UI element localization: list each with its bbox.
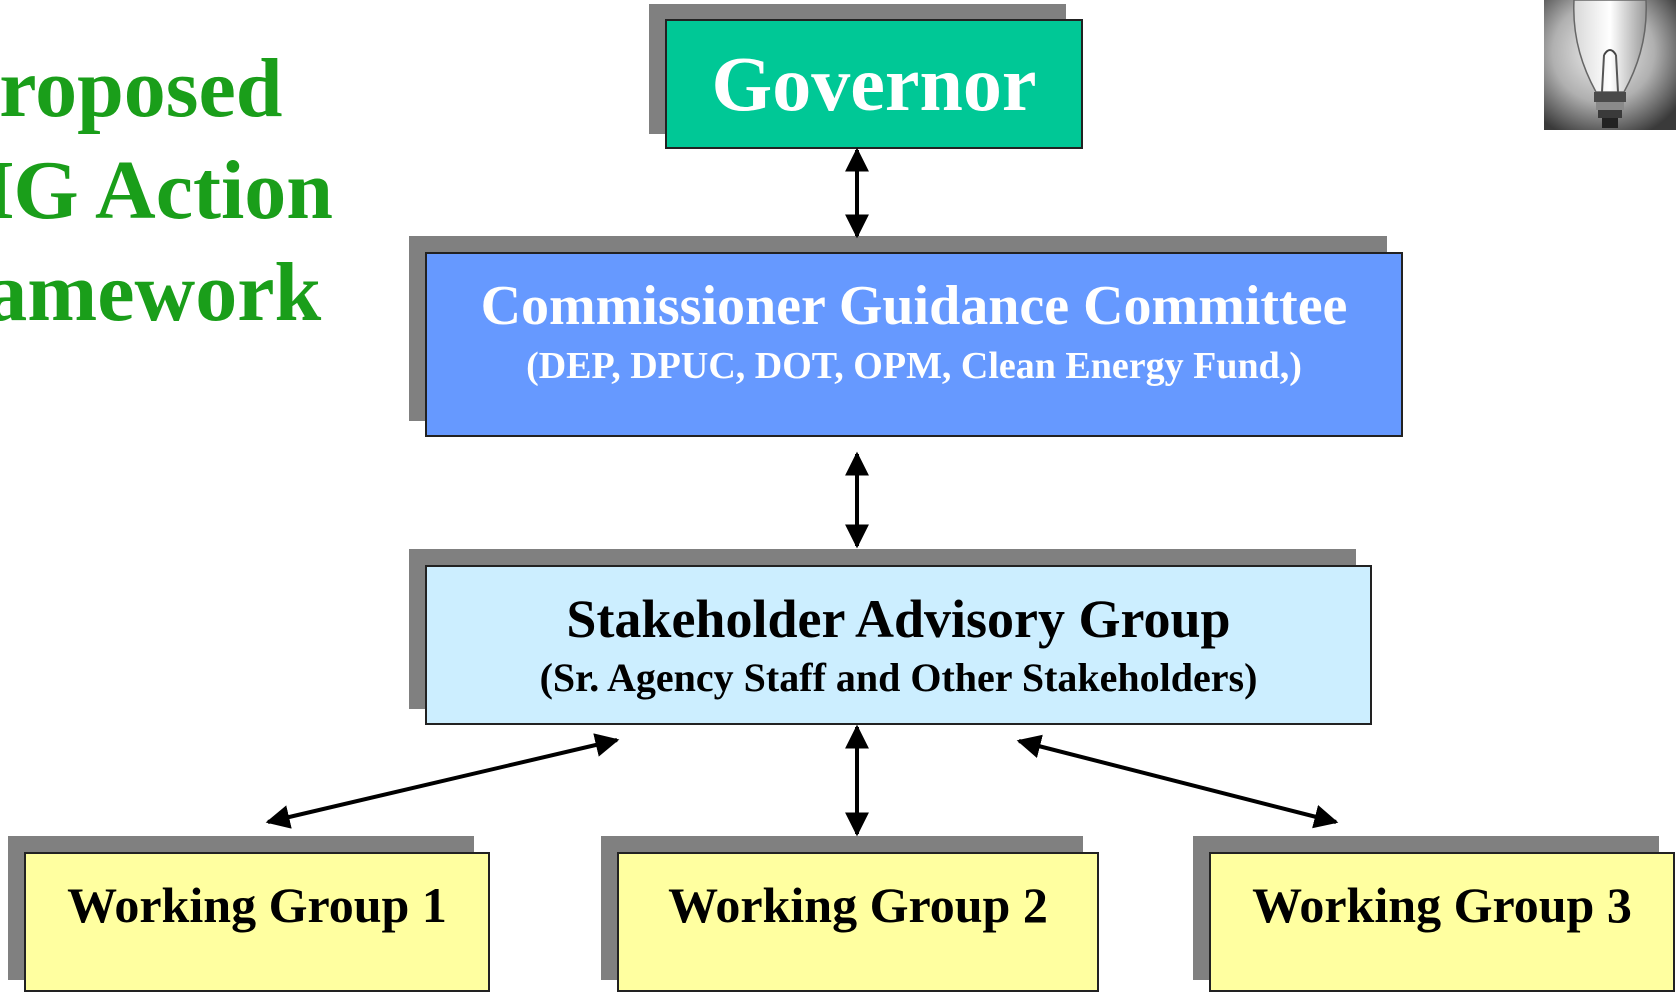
committee-name: Commissioner Guidance Committee: [480, 275, 1348, 337]
stakeholder-box: Stakeholder Advisory Group (Sr. Agency S…: [425, 565, 1372, 725]
title-line-3: ramework: [0, 246, 322, 339]
governor-box: Governor: [665, 19, 1083, 149]
arrow-stakeholder-working-group-3: [1016, 734, 1339, 829]
working-group-2-label: Working Group 2: [668, 877, 1048, 933]
working-group-2-box: Working Group 2: [617, 852, 1099, 992]
light-bulb-icon: [1544, 0, 1676, 130]
working-group-3-box: Working Group 3: [1209, 852, 1675, 992]
arrow-stakeholder-working-group-1: [265, 733, 620, 829]
title-line-2: HG Action: [0, 144, 334, 237]
committee-members: (DEP, DPUC, DOT, OPM, Clean Energy Fund,…: [526, 345, 1302, 387]
stakeholder-name: Stakeholder Advisory Group: [566, 589, 1231, 649]
governor-label: Governor: [711, 40, 1037, 127]
title-line-1: Proposed: [0, 42, 283, 135]
working-group-1-label: Working Group 1: [67, 877, 447, 933]
working-group-3-label: Working Group 3: [1252, 877, 1632, 933]
slide-title: Proposed HG Action ramework: [0, 38, 388, 344]
stakeholder-members: (Sr. Agency Staff and Other Stakeholders…: [539, 655, 1258, 700]
working-group-1-box: Working Group 1: [24, 852, 490, 992]
committee-box: Commissioner Guidance Committee (DEP, DP…: [425, 252, 1403, 437]
